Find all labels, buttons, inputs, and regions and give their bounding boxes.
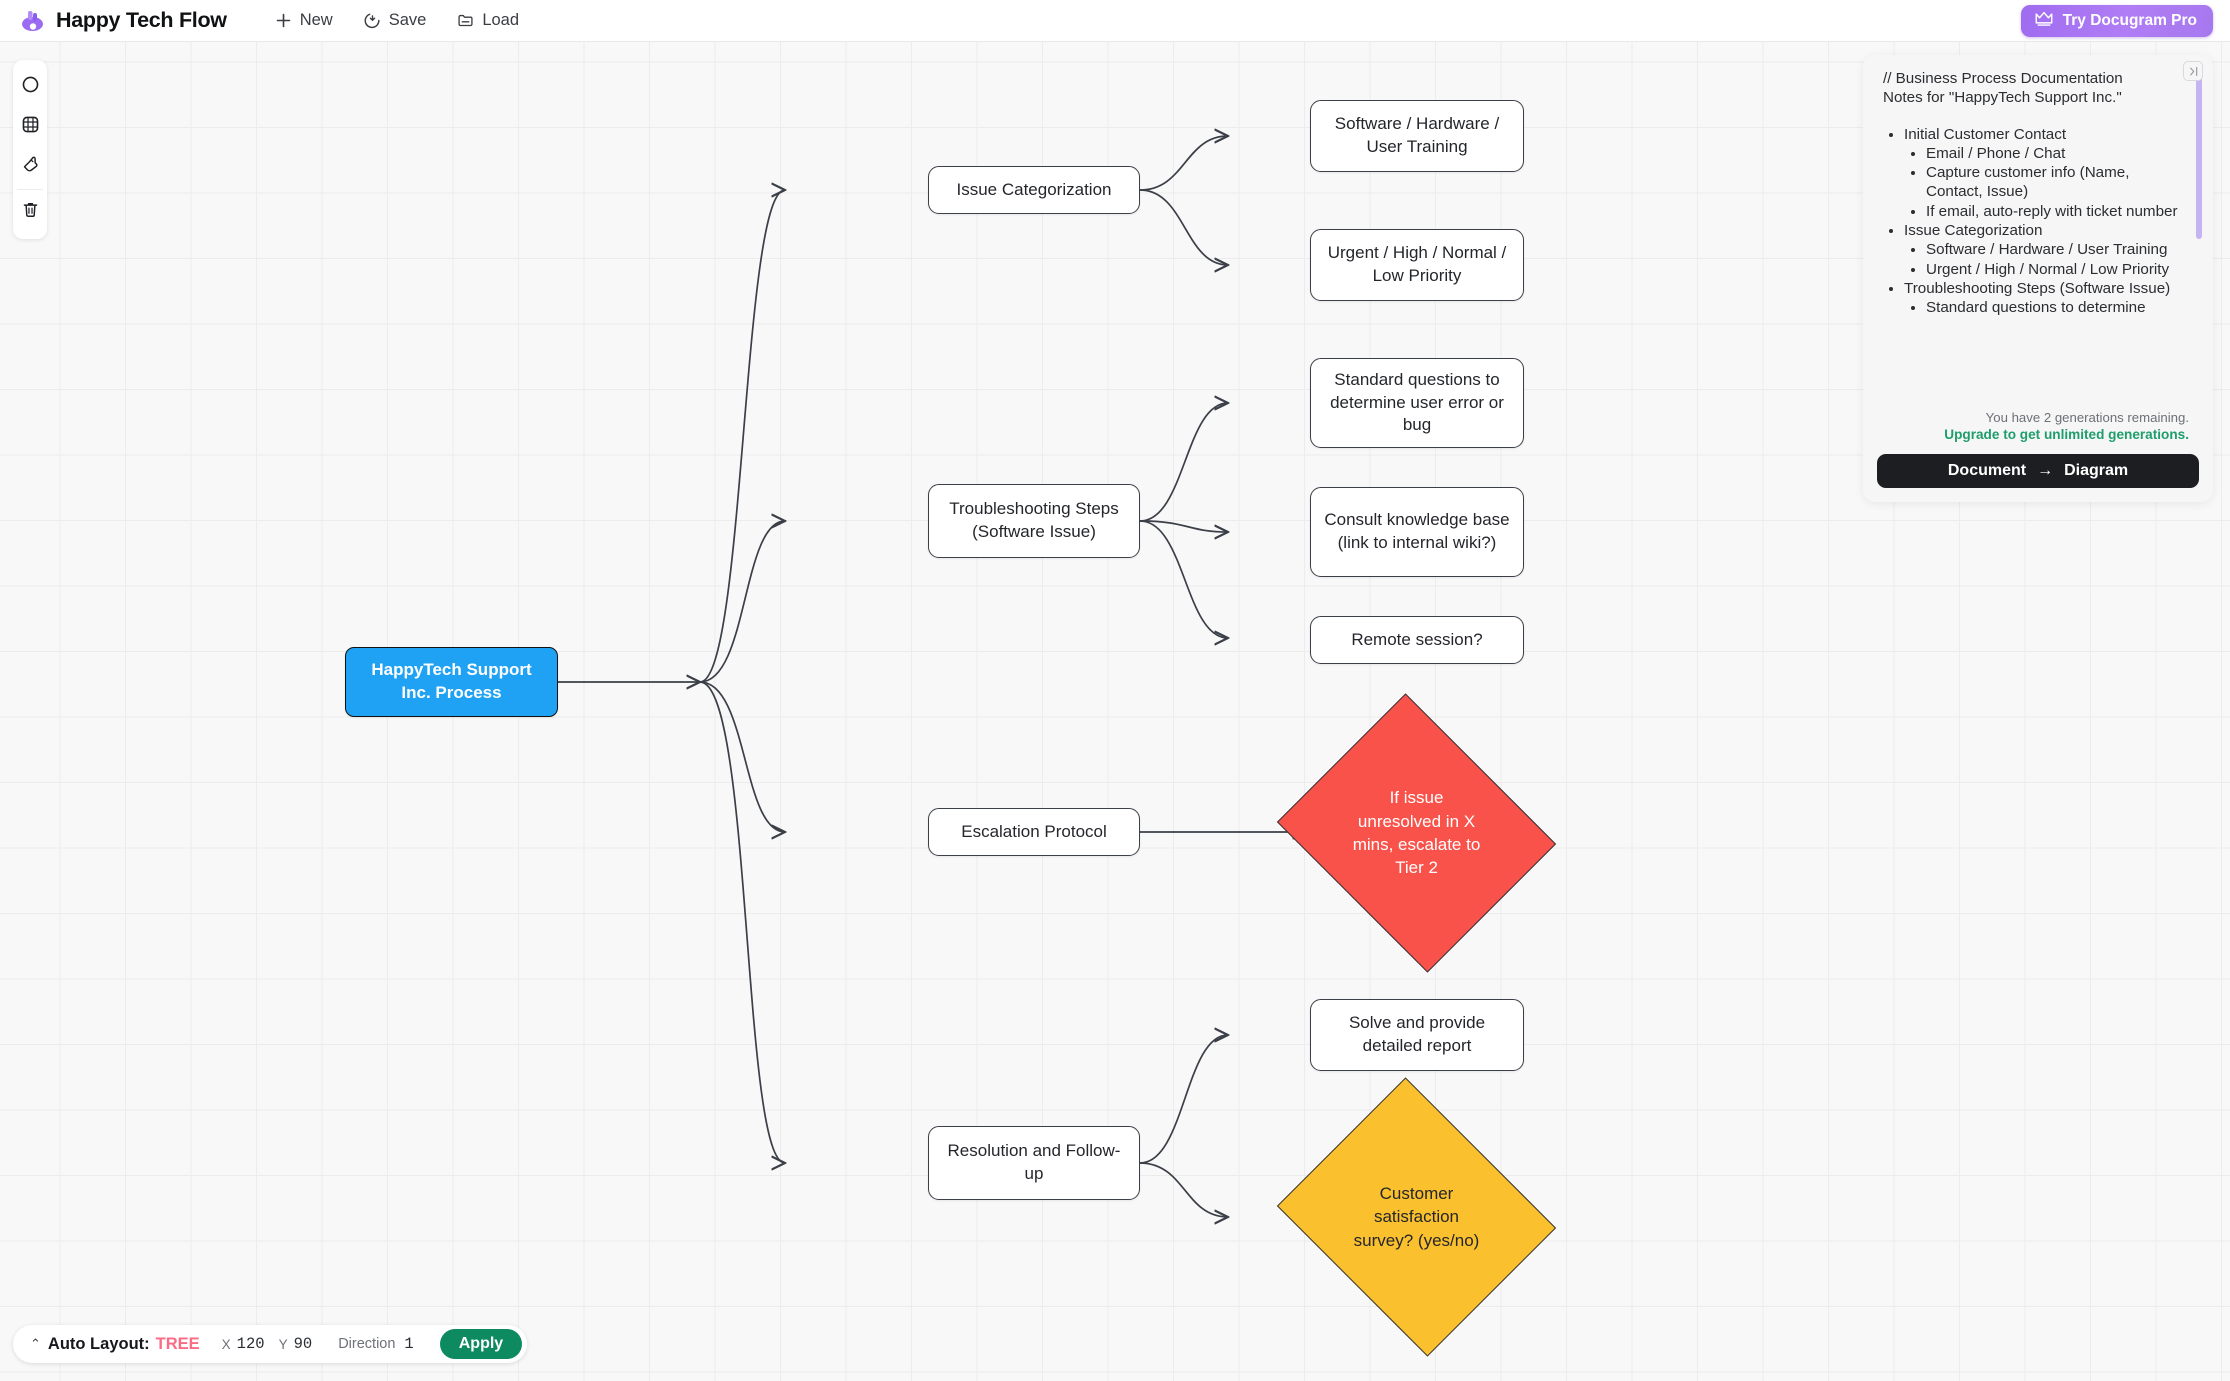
node-label: If issue unresolved in X mins, escalate … [1352, 788, 1481, 878]
node-issue-categorization[interactable]: Issue Categorization [928, 166, 1140, 214]
node-remote-session[interactable]: Remote session? [1310, 616, 1524, 664]
shape-circle-tool[interactable] [13, 67, 47, 107]
collapse-caret-icon[interactable]: ⌃ [30, 1336, 41, 1351]
list-item: Email / Phone / Chat [1926, 144, 2189, 163]
top-toolbar: Happy Tech Flow New Save [0, 0, 2230, 42]
plus-icon [275, 12, 292, 29]
node-escalate-tier2[interactable]: If issue unresolved in X mins, escalate … [1276, 693, 1557, 973]
notes-outline: Initial Customer Contact Email / Phone /… [1883, 125, 2189, 318]
node-consult-knowledge-base[interactable]: Consult knowledge base (link to internal… [1310, 487, 1524, 577]
document-to-diagram-button[interactable]: Document → Diagram [1877, 454, 2199, 488]
direction-label: Direction [338, 1336, 396, 1352]
list-item: If email, auto-reply with ticket number [1926, 202, 2189, 221]
grid-icon [21, 115, 40, 139]
outline-label: Issue Categorization [1904, 222, 2043, 240]
list-item: Standard questions to determine [1926, 298, 2189, 317]
node-escalation-protocol[interactable]: Escalation Protocol [928, 808, 1140, 856]
list-item: Software / Hardware / User Training [1926, 240, 2189, 259]
new-button[interactable]: New [275, 11, 333, 30]
x-value[interactable]: 120 [236, 1335, 265, 1353]
upgrade-link[interactable]: Upgrade to get unlimited generations. [1944, 427, 2189, 442]
generations-remaining-text: You have 2 generations remaining. [1985, 410, 2189, 425]
node-standard-questions[interactable]: Standard questions to determine user err… [1310, 358, 1524, 448]
try-docugram-pro-button[interactable]: Try Docugram Pro [2020, 5, 2213, 37]
node-label: Customer satisfaction survey? (yes/no) [1353, 1184, 1480, 1250]
node-troubleshooting-steps[interactable]: Troubleshooting Steps (Software Issue) [928, 484, 1140, 558]
outline-list: Initial Customer Contact Email / Phone /… [1904, 125, 2189, 318]
notes-content[interactable]: // Business Process Documentation Notes … [1873, 65, 2203, 410]
auto-layout-title: Auto Layout: [47, 1334, 150, 1353]
convert-to-label: Diagram [2064, 462, 2129, 479]
app-logo-icon [17, 6, 47, 36]
load-label: Load [482, 11, 520, 29]
list-item: Capture customer info (Name, Contact, Is… [1926, 163, 2189, 202]
node-resolution-followup[interactable]: Resolution and Follow-up [928, 1126, 1140, 1200]
file-menu-group: New Save Load [275, 11, 519, 30]
outline-sublist: Email / Phone / Chat Capture customer in… [1926, 144, 2189, 221]
y-label: Y [278, 1336, 288, 1352]
node-software-hardware-training[interactable]: Software / Hardware / User Training [1310, 100, 1524, 172]
save-label: Save [388, 11, 427, 29]
list-item: Initial Customer Contact Email / Phone /… [1904, 125, 2189, 221]
notes-header-line1: // Business Process Documentation [1883, 70, 2123, 87]
load-button[interactable]: Load [457, 11, 519, 30]
collapse-panel-icon[interactable] [2183, 61, 2203, 81]
list-item: Issue Categorization Software / Hardware… [1904, 221, 2189, 279]
list-item: Urgent / High / Normal / Low Priority [1926, 260, 2189, 279]
auto-layout-mode[interactable]: TREE [155, 1334, 200, 1353]
save-button[interactable]: Save [364, 11, 427, 30]
trash-icon [21, 200, 40, 224]
auto-layout-bar: ⌃ Auto Layout: TREE X 120 Y 90 Direction… [13, 1325, 528, 1363]
notes-header: // Business Process Documentation Notes … [1883, 69, 2189, 108]
convert-from-label: Document [1947, 462, 2027, 479]
node-root[interactable]: HappyTech Support Inc. Process [345, 647, 558, 717]
pointer-tool[interactable] [13, 147, 47, 187]
y-spacing-field[interactable]: Y 90 [279, 1335, 313, 1353]
node-satisfaction-survey[interactable]: Customer satisfaction survey? (yes/no) [1276, 1077, 1557, 1357]
tool-divider [17, 189, 43, 190]
delete-tool[interactable] [13, 192, 47, 232]
app-title: Happy Tech Flow [56, 8, 227, 32]
crown-icon [2034, 10, 2054, 32]
apply-button[interactable]: Apply [439, 1329, 523, 1359]
notes-panel: // Business Process Documentation Notes … [1863, 55, 2213, 502]
outline-label: Troubleshooting Steps (Software Issue) [1904, 279, 2171, 297]
pro-button-label: Try Docugram Pro [2062, 12, 2197, 29]
x-label: X [221, 1336, 231, 1352]
direction-value[interactable]: 1 [404, 1335, 414, 1353]
outline-sublist: Software / Hardware / User Training Urge… [1926, 240, 2189, 279]
notes-header-line2: Notes for "HappyTech Support Inc." [1883, 89, 2122, 107]
notes-scrollbar[interactable] [2196, 69, 2202, 239]
arrow-right-icon: → [2037, 462, 2054, 479]
x-spacing-field[interactable]: X 120 [222, 1335, 265, 1353]
folder-icon [457, 12, 474, 29]
grid-tool[interactable] [13, 107, 47, 147]
new-label: New [299, 11, 333, 29]
list-item: Troubleshooting Steps (Software Issue) S… [1904, 279, 2189, 318]
hand-pointer-icon [21, 155, 40, 179]
outline-label: Initial Customer Contact [1904, 125, 2067, 143]
tool-rail [13, 60, 47, 239]
outline-sublist: Standard questions to determine [1926, 298, 2189, 317]
node-solve-detailed-report[interactable]: Solve and provide detailed report [1310, 999, 1524, 1071]
y-value[interactable]: 90 [293, 1335, 313, 1353]
node-priority-levels[interactable]: Urgent / High / Normal / Low Priority [1310, 229, 1524, 301]
circle-icon [21, 75, 40, 99]
save-icon [364, 12, 381, 29]
